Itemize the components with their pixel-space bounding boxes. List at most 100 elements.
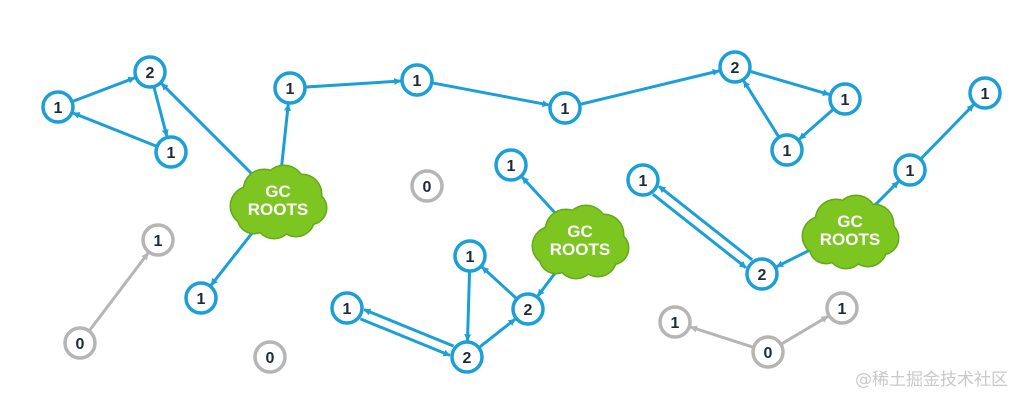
edge-a2-to-a3 xyxy=(152,87,169,137)
edge-f3-to-f4 xyxy=(359,317,451,357)
node-circle xyxy=(825,291,859,325)
garbage-object-node: 1 xyxy=(825,291,859,325)
live-object-node: 1 xyxy=(494,148,528,182)
ref-count-label: 1 xyxy=(167,145,176,162)
edge-f2-to-f1 xyxy=(481,266,517,299)
edge-h1-to-h2 xyxy=(920,103,975,160)
node-circle xyxy=(410,169,444,203)
live-object-node: 1 xyxy=(548,91,582,125)
node-circle xyxy=(330,291,364,325)
garbage-object-node: 0 xyxy=(63,326,97,360)
node-circle xyxy=(273,71,307,105)
edge-z6-to-z7 xyxy=(781,315,829,345)
node-circle xyxy=(141,223,175,257)
ref-count-label: 1 xyxy=(507,158,516,175)
node-circle xyxy=(450,340,484,374)
ref-count-label: 1 xyxy=(838,301,847,318)
node-circle xyxy=(41,90,75,124)
node-circle xyxy=(453,239,487,273)
live-object-node: 2 xyxy=(745,257,779,291)
edge-c1-to-c2 xyxy=(750,70,830,96)
live-object-node: 1 xyxy=(273,71,307,105)
live-object-node: 2 xyxy=(718,50,752,84)
ref-count-label: 1 xyxy=(981,86,990,103)
ref-count-label: 1 xyxy=(906,163,915,180)
live-object-node: 1 xyxy=(330,291,364,325)
edge-b3-to-c1 xyxy=(580,68,720,106)
live-object-node: 1 xyxy=(400,63,434,97)
node-circle xyxy=(154,135,188,169)
live-object-node: 1 xyxy=(41,90,75,124)
node-circle xyxy=(253,340,287,374)
live-object-node: 1 xyxy=(626,163,660,197)
edge-a1-to-a2 xyxy=(72,76,136,103)
garbage-object-node: 0 xyxy=(751,335,785,369)
garbage-object-node: 1 xyxy=(658,305,692,339)
node-circle xyxy=(400,63,434,97)
live-object-node: 1 xyxy=(184,281,218,315)
ref-count-label: 0 xyxy=(423,179,432,196)
node-circle xyxy=(63,326,97,360)
live-object-node: 1 xyxy=(968,76,1002,110)
ref-count-label: 1 xyxy=(841,92,850,109)
garbage-object-node: 0 xyxy=(410,169,444,203)
node-circle xyxy=(893,153,927,187)
garbage-object-node: 0 xyxy=(253,340,287,374)
edge-r3-to-h1 xyxy=(871,180,900,209)
edge-z6-to-z5 xyxy=(690,325,753,349)
live-object-node: 1 xyxy=(770,133,804,167)
edge-c3-to-c1 xyxy=(742,80,780,137)
edge-f4-to-f3 xyxy=(363,308,455,348)
edge-c2-to-c3 xyxy=(798,108,834,141)
live-object-node: 2 xyxy=(450,340,484,374)
live-object-node: 2 xyxy=(133,55,167,89)
ref-count-label: 1 xyxy=(197,291,206,308)
edge-a3-to-a1 xyxy=(72,111,157,148)
live-object-node: 1 xyxy=(893,153,927,187)
edge-g2-to-g1 xyxy=(658,185,754,262)
ref-count-label: 1 xyxy=(783,143,792,160)
ref-count-label: 0 xyxy=(764,345,773,362)
ref-count-label: 1 xyxy=(343,301,352,318)
node-circle xyxy=(828,82,862,116)
ref-count-label: 2 xyxy=(524,302,533,319)
ref-count-label: 1 xyxy=(413,73,422,90)
gc-roots-label-line1: GC xyxy=(837,212,863,231)
ref-count-label: 1 xyxy=(561,101,570,118)
node-circle xyxy=(770,133,804,167)
node-circle xyxy=(133,55,167,89)
watermark: @稀土掘金技术社区 xyxy=(855,370,1008,390)
gc-roots-label-line2: ROOTS xyxy=(248,200,308,219)
node-circle xyxy=(626,163,660,197)
edge-f1-to-f4 xyxy=(464,272,472,342)
edge-z1-to-z2 xyxy=(88,252,150,331)
node-circle xyxy=(751,335,785,369)
node-circle xyxy=(718,50,752,84)
gc-roots-label-line2: ROOTS xyxy=(550,240,610,259)
ref-count-label: 1 xyxy=(54,100,63,117)
ref-count-label: 2 xyxy=(463,350,472,367)
gc-roots-label-line1: GC xyxy=(567,222,593,241)
node-circle xyxy=(511,292,545,326)
live-object-node: 1 xyxy=(828,82,862,116)
edge-g1-to-g2 xyxy=(651,192,747,269)
ref-count-label: 0 xyxy=(76,336,85,353)
live-object-node: 1 xyxy=(453,239,487,273)
gc-roots-label-line1: GC xyxy=(265,182,291,201)
ref-count-label: 2 xyxy=(731,60,740,77)
gc-roots-label-line2: ROOTS xyxy=(820,230,880,249)
live-object-node: 2 xyxy=(511,292,545,326)
edge-r2-to-e1 xyxy=(521,176,561,219)
edge-b1-to-b2 xyxy=(306,77,402,89)
ref-count-label: 0 xyxy=(266,350,275,367)
nodes-layer: 1 2 1 1 1 1 2 1 1 1 1 1 2 1 2 1 2 1 1 0 1 0 0 1 0 1 xyxy=(41,50,1002,374)
garbage-object-node: 1 xyxy=(141,223,175,257)
edge-r1-to-a2 xyxy=(160,82,257,179)
ref-count-label: 1 xyxy=(286,81,295,98)
node-circle xyxy=(968,76,1002,110)
